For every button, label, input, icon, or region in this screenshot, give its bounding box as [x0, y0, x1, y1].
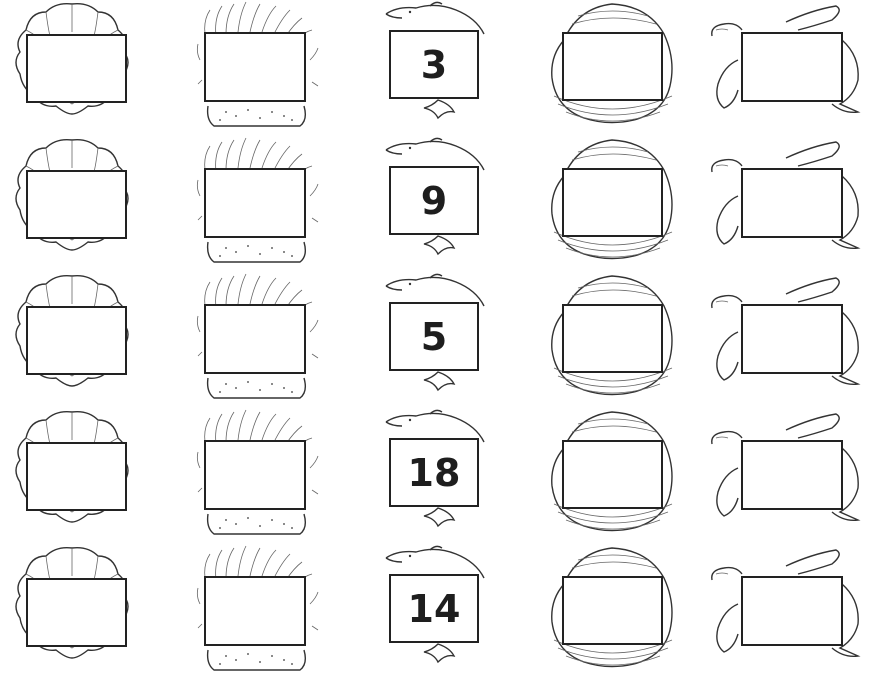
sea-anemone-icon: [196, 545, 319, 671]
worksheet-row-5: 14: [0, 544, 886, 672]
turtle-answer-box[interactable]: [741, 32, 843, 102]
worksheet-row-1: 3: [0, 0, 886, 128]
clam-shell-icon: [551, 3, 673, 124]
clam-cell: [548, 408, 678, 536]
sea-anemone-icon: [196, 273, 319, 399]
worksheet-row-2: 9: [0, 136, 886, 264]
anemone-cell: [196, 272, 320, 400]
worksheet-row-3: 5: [0, 272, 886, 400]
turtle-cell: [708, 408, 868, 532]
sea-turtle-icon: [711, 549, 861, 658]
clam-shell-icon: [551, 411, 673, 532]
anemone-answer-box[interactable]: [204, 168, 306, 238]
dolphin-cell: 14: [380, 544, 490, 674]
dolphin-cell: 3: [380, 0, 490, 130]
shell-cell: [12, 272, 142, 392]
clam-answer-box[interactable]: [562, 440, 663, 509]
sea-turtle-icon: [711, 141, 861, 250]
shell-cell: [12, 544, 142, 664]
anemone-answer-box[interactable]: [204, 440, 306, 510]
dolphin-number: 5: [420, 314, 448, 359]
clam-answer-box[interactable]: [562, 576, 663, 645]
anemone-cell: [196, 544, 320, 672]
clam-answer-box[interactable]: [562, 304, 663, 373]
shell-answer-box[interactable]: [26, 34, 127, 103]
sea-turtle-icon: [711, 5, 861, 114]
shell-cell: [12, 0, 142, 120]
turtle-answer-box[interactable]: [741, 168, 843, 238]
shell-cell: [12, 408, 142, 528]
dolphin-icon: [385, 1, 485, 120]
clam-shell-icon: [551, 275, 673, 396]
shell-answer-box[interactable]: [26, 442, 127, 511]
dolphin-cell: 18: [380, 408, 490, 538]
turtle-cell: [708, 136, 868, 260]
turtle-cell: [708, 0, 868, 124]
dolphin-cell: 9: [380, 136, 490, 266]
anemone-answer-box[interactable]: [204, 576, 306, 646]
worksheet-row-4: 18: [0, 408, 886, 536]
dolphin-number: 14: [407, 586, 461, 631]
turtle-answer-box[interactable]: [741, 440, 843, 510]
dolphin-number-box[interactable]: 9: [389, 166, 479, 235]
clam-cell: [548, 272, 678, 400]
anemone-cell: [196, 0, 320, 128]
sea-turtle-icon: [711, 413, 861, 522]
turtle-cell: [708, 272, 868, 396]
anemone-cell: [196, 136, 320, 264]
shell-cell: [12, 136, 142, 256]
dolphin-number-box[interactable]: 14: [389, 574, 479, 643]
turtle-answer-box[interactable]: [741, 304, 843, 374]
dolphin-icon: [385, 137, 485, 256]
turtle-cell: [708, 544, 868, 668]
dolphin-number: 18: [407, 450, 461, 495]
clam-shell-icon: [551, 547, 673, 668]
dolphin-number-box[interactable]: 5: [389, 302, 479, 371]
shell-answer-box[interactable]: [26, 578, 127, 647]
clam-shell-icon: [551, 139, 673, 260]
shell-answer-box[interactable]: [26, 170, 127, 239]
dolphin-number: 3: [420, 42, 448, 87]
dolphin-number-box[interactable]: 18: [389, 438, 479, 507]
dolphin-number: 9: [420, 178, 448, 223]
dolphin-cell: 5: [380, 272, 490, 402]
sea-anemone-icon: [196, 1, 319, 127]
clam-cell: [548, 0, 678, 128]
sea-turtle-icon: [711, 277, 861, 386]
turtle-answer-box[interactable]: [741, 576, 843, 646]
anemone-answer-box[interactable]: [204, 304, 306, 374]
anemone-answer-box[interactable]: [204, 32, 306, 102]
sea-anemone-icon: [196, 409, 319, 535]
clam-cell: [548, 136, 678, 264]
clam-answer-box[interactable]: [562, 32, 663, 101]
shell-answer-box[interactable]: [26, 306, 127, 375]
dolphin-icon: [385, 409, 485, 528]
clam-answer-box[interactable]: [562, 168, 663, 237]
anemone-cell: [196, 408, 320, 536]
clam-cell: [548, 544, 678, 672]
dolphin-icon: [385, 273, 485, 392]
dolphin-icon: [385, 545, 485, 664]
dolphin-number-box[interactable]: 3: [389, 30, 479, 99]
